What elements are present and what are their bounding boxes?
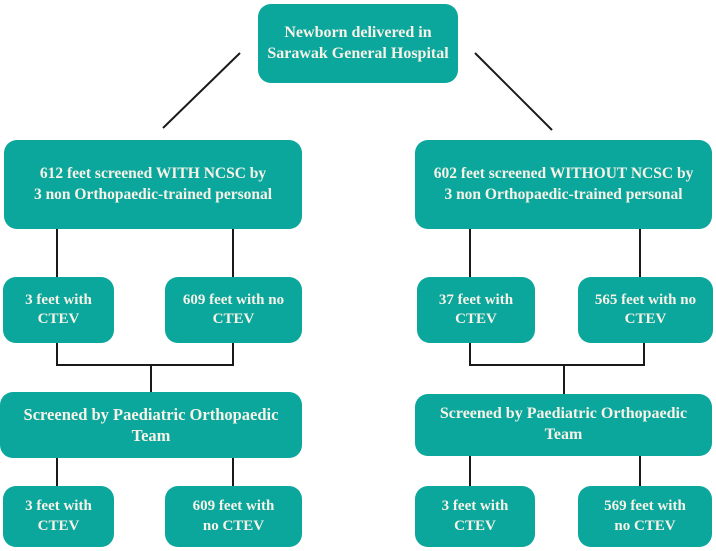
node-left-screened: 612 feet screened WITH NCSC by 3 non Ort… [4,140,302,229]
node-left-ctev: 3 feet with CTEV [3,277,114,343]
node-right-final-ctev: 3 feet with CTEV [415,486,535,547]
node-right-ctev: 37 feet with CTEV [417,277,535,343]
node-right-team: Screened by Paediatric Orthopaedic Team [415,394,712,456]
connector-diagonal-left [162,52,241,129]
node-left-no-ctev: 609 feet with no CTEV [165,277,302,343]
node-right-no-ctev: 565 feet with no CTEV [578,277,713,343]
node-left-final-ctev: 3 feet with CTEV [3,486,114,547]
node-right-final-no-ctev: 569 feet with no CTEV [578,486,712,547]
node-left-team: Screened by Paediatric Orthopaedic Team [0,392,302,458]
node-left-final-no-ctev: 609 feet with no CTEV [165,486,302,547]
connector-diagonal-right [474,52,553,131]
node-right-screened: 602 feet screened WITHOUT NCSC by 3 non … [415,140,712,229]
node-root: Newborn delivered in Sarawak General Hos… [258,4,458,83]
